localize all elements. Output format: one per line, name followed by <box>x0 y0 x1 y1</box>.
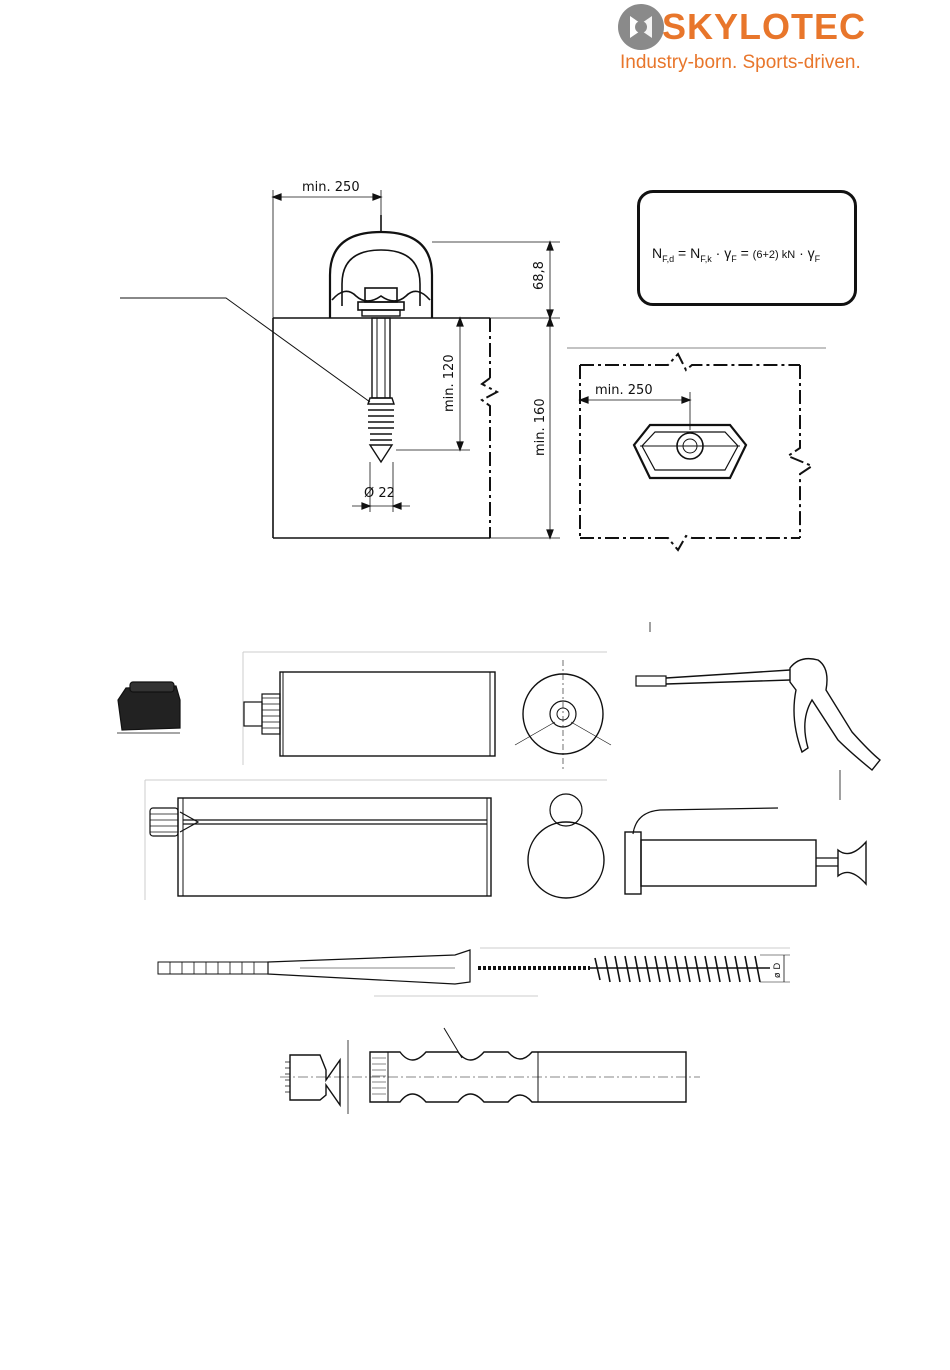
cartridge-section-icon <box>145 780 607 900</box>
mixer-cap-icon <box>117 682 180 733</box>
dispenser-gun-icon <box>625 808 866 894</box>
dim-anchor-depth: min. 120 <box>442 354 457 412</box>
cartridge-icon <box>243 652 611 770</box>
cleaning-brush-icon <box>158 948 790 996</box>
dim-width-plan: min. 250 <box>595 383 653 398</box>
anchor-plan-view <box>567 348 826 550</box>
dim-brush-diameter: ø D <box>773 963 783 978</box>
blow-gun-icon <box>636 622 880 800</box>
dim-diameter: Ø 22 <box>364 486 395 501</box>
dim-width-top: min. 250 <box>302 180 360 195</box>
dim-eye-height: 68,8 <box>532 261 547 290</box>
static-mixer-icon <box>280 1028 700 1114</box>
anchor-elevation <box>120 190 560 538</box>
dim-block-depth: min. 160 <box>533 398 548 456</box>
